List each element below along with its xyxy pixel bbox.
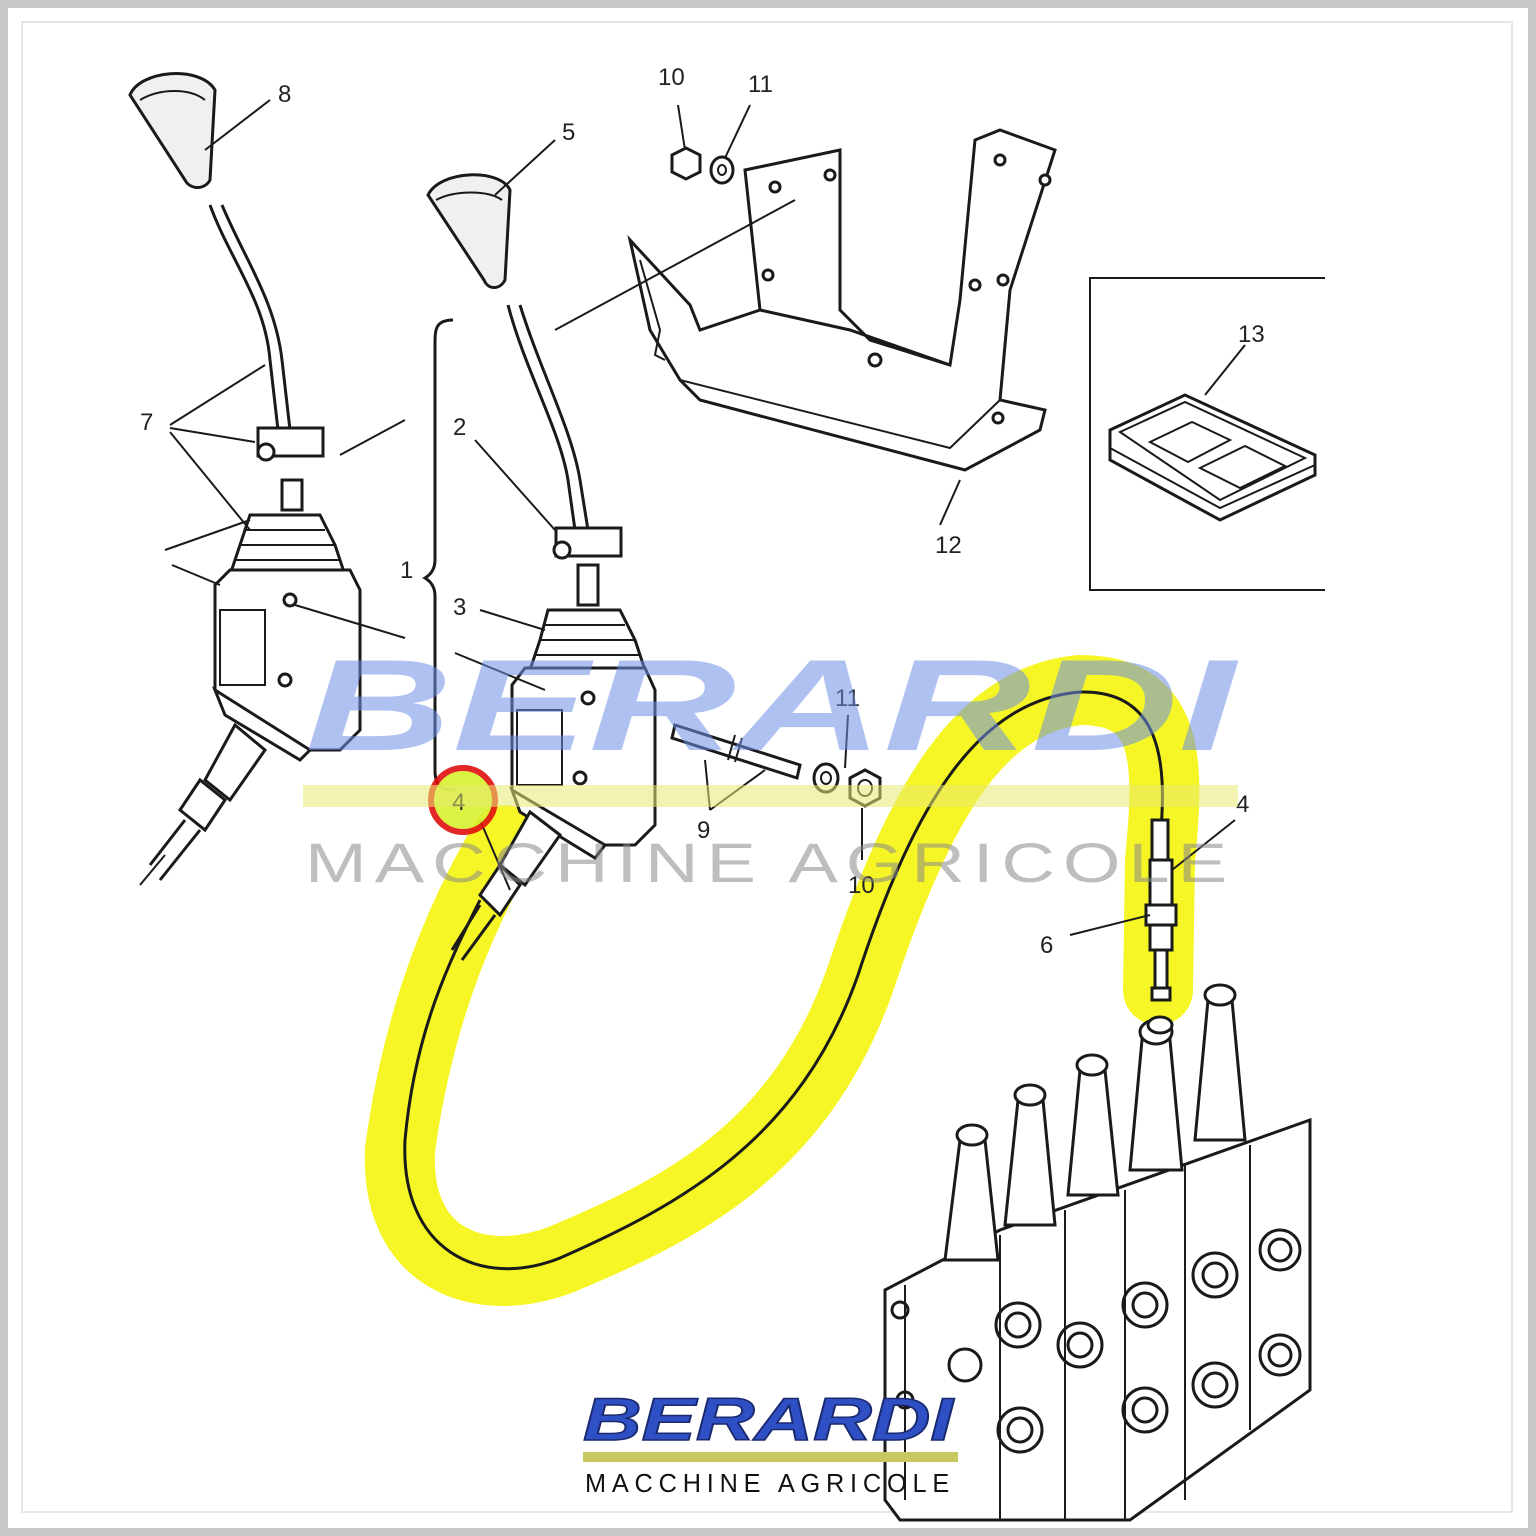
seal-13: [1108, 393, 1317, 522]
logo-tagline: MACCHINE AGRICOLE: [585, 1468, 955, 1498]
nut-10-top: [670, 146, 702, 181]
cable-end-fitting: [1144, 818, 1178, 1035]
mounting-bracket-12: [627, 128, 1057, 472]
callout-12: 12: [935, 532, 962, 559]
fitting-center: [498, 809, 563, 888]
callout-11-top: 11: [748, 71, 773, 98]
clamp-left: [256, 426, 325, 458]
cable-highlight: [364, 655, 1200, 1306]
inset-box: [1089, 277, 1325, 591]
watermark-bar: [303, 785, 1238, 807]
logo-bar: [583, 1452, 958, 1462]
knob-8: [128, 72, 217, 189]
callout-1: 1: [400, 557, 413, 584]
control-valve: [883, 983, 1312, 1522]
spool-3: [1066, 1068, 1120, 1197]
watermark-brand: BERARDI: [305, 632, 1240, 778]
callout-labels: 8 5 10 11 7 2 1 3 12 13 11 9 10 4 6: [140, 64, 1265, 959]
callout-10-top: 10: [658, 64, 685, 91]
leader-lines: [169, 99, 1246, 936]
berardi-logo: BERARDI MACCHINE AGRICOLE: [582, 1385, 958, 1498]
callout-9: 9: [697, 817, 710, 844]
callout-10-mid: 10: [848, 872, 875, 899]
callout-7: 7: [140, 409, 153, 436]
knob-5: [426, 173, 512, 289]
callout-4-right: 4: [1236, 791, 1249, 818]
callout-13: 13: [1238, 321, 1265, 348]
lever-left: [208, 204, 292, 431]
pin-9: [670, 723, 802, 780]
spool-2: [1003, 1098, 1057, 1227]
lever-center: [506, 304, 590, 531]
callout-6: 6: [1040, 932, 1053, 959]
watermark-tagline: MACCHINE AGRICOLE: [305, 831, 1235, 894]
cable-line: [403, 690, 1164, 1271]
stem-left: [280, 478, 304, 512]
callout-2: 2: [453, 414, 466, 441]
callout-5: 5: [562, 119, 575, 146]
logo-brand: BERARDI: [583, 1386, 955, 1453]
watermark: BERARDI MACCHINE AGRICOLE: [303, 632, 1240, 894]
body-left: [213, 568, 362, 752]
stem-center: [576, 563, 600, 607]
callout-8: 8: [278, 81, 291, 108]
washer-11-top: [709, 155, 735, 185]
left-joystick: [128, 72, 362, 886]
spool-1: [943, 1138, 1000, 1262]
spool-4: [1128, 1038, 1184, 1172]
inner-border: [21, 21, 1513, 1513]
spool-5: [1193, 998, 1247, 1142]
callout-3: 3: [453, 594, 466, 621]
fitting-left: [203, 722, 268, 803]
callout-11-mid: 11: [835, 685, 860, 712]
